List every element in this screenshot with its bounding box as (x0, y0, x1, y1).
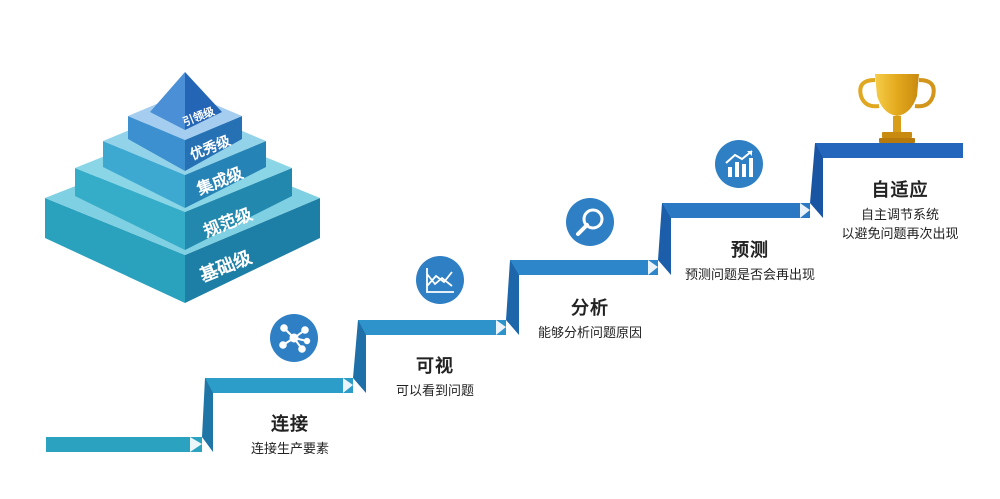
step-1-title: 连接 (271, 414, 309, 435)
stair-riser-3 (506, 260, 519, 335)
stair-notch-2 (343, 378, 353, 393)
step-5-desc-line-1: 自主调节系统 (860, 208, 939, 223)
stair-notch-5 (800, 203, 810, 218)
stair-notch-4 (648, 260, 658, 275)
step-3-desc: 能够分析问题原因 (537, 326, 642, 341)
stair-riser-2 (353, 320, 366, 393)
step-2-title: 可视 (416, 356, 454, 377)
stair-riser-1 (202, 378, 213, 452)
step-4-desc: 预测问题是否会再出现 (684, 268, 815, 283)
stair-notch-1 (190, 437, 202, 452)
step-5-title: 自适应 (871, 180, 929, 201)
magnifier-icon (566, 198, 614, 246)
line-chart-icon (416, 256, 464, 304)
stair-tread-4 (662, 203, 810, 218)
stair-tread-1 (205, 378, 353, 393)
step-1-desc: 连接生产要素 (250, 442, 329, 457)
stair-riser-5 (810, 143, 823, 218)
step-2-desc: 可以看到问题 (395, 384, 474, 399)
stair-tread-5 (815, 143, 963, 158)
trophy-icon (858, 74, 936, 143)
stair-tread-2 (358, 320, 506, 335)
stair-tread-3 (510, 260, 658, 275)
trend-up-icon (715, 140, 763, 188)
staircase (46, 143, 963, 452)
stair-riser-4 (658, 203, 671, 275)
maturity-pyramid: 基础级 规范级 集成级 优秀级 引领级 (45, 72, 320, 303)
network-nodes-icon (270, 314, 318, 362)
stair-tread-0 (46, 437, 202, 452)
pyramid-level-5 (150, 72, 222, 130)
step-3-title: 分析 (571, 298, 609, 319)
step-5-desc-line-2: 以避免问题再次出现 (841, 227, 959, 242)
stair-notch-3 (496, 320, 506, 335)
step-4-title: 预测 (731, 240, 769, 261)
